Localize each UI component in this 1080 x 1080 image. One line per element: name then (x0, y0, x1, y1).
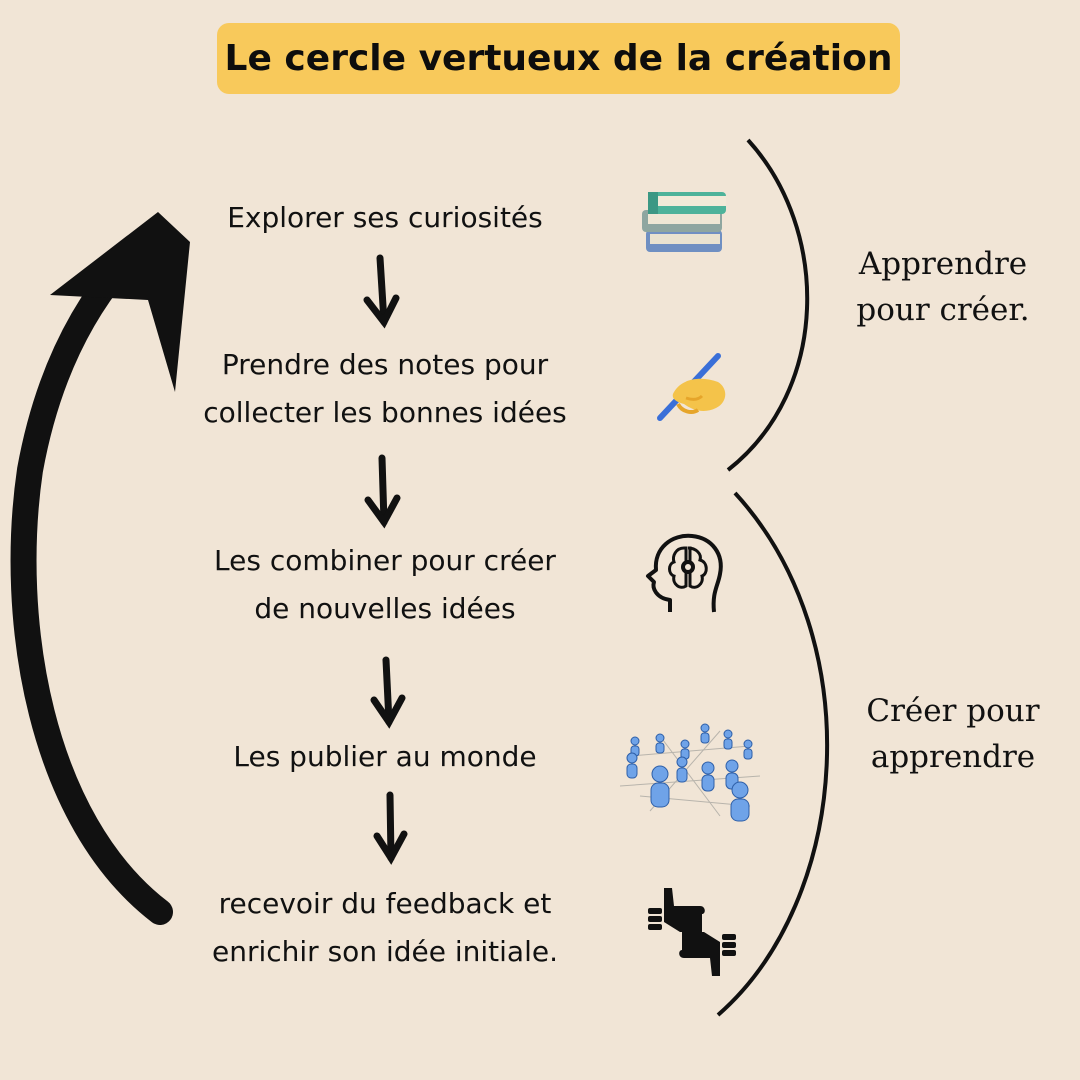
step-explore-line-1: Explorer ses curiosités (227, 201, 543, 234)
brain-head-icon (646, 533, 723, 613)
step-notes: Prendre des notes pour collecter les bon… (160, 341, 610, 437)
step-notes-line-2: collecter les bonnes idées (203, 396, 567, 429)
step-feedback-line-1: recevoir du feedback et (218, 887, 552, 920)
return-arrow (10, 232, 173, 925)
step-combine-line-2: de nouvelles idées (254, 592, 516, 625)
step-feedback: recevoir du feedback et enrichir son idé… (160, 880, 610, 976)
step-explore: Explorer ses curiosités (160, 194, 610, 242)
step-combine: Les combiner pour créer de nouvelles idé… (160, 537, 610, 633)
bracket-create (716, 491, 830, 1017)
step-publish-line-1: Les publier au monde (233, 740, 537, 773)
step-arrow-4 (373, 791, 408, 865)
title-banner: Le cercle vertueux de la création (217, 23, 900, 94)
step-arrow-2 (364, 454, 401, 529)
step-combine-line-1: Les combiner pour créer (214, 544, 556, 577)
step-publish: Les publier au monde (160, 733, 610, 781)
return-arrow-head (50, 212, 190, 392)
phase-create-label: Créer pour apprendre (838, 688, 1068, 780)
step-notes-line-1: Prendre des notes pour (221, 348, 549, 381)
phase-create-line-2: apprendre (870, 739, 1036, 775)
thumbs-up-down-icon (648, 888, 736, 976)
phase-create-line-1: Créer pour (866, 693, 1040, 729)
phase-learn-label: Apprendre pour créer. (828, 241, 1058, 333)
bracket-learn (726, 138, 810, 472)
people-network-icon (620, 723, 760, 822)
page-title: Le cercle vertueux de la création (224, 38, 893, 79)
writing-hand-icon (657, 353, 726, 421)
books-icon (642, 192, 726, 252)
step-arrow-3 (370, 656, 406, 729)
phase-learn-line-2: pour créer. (856, 292, 1030, 328)
step-feedback-line-2: enrichir son idée initiale. (212, 935, 558, 968)
phase-learn-line-1: Apprendre (858, 246, 1028, 282)
step-arrow-1 (363, 254, 400, 329)
